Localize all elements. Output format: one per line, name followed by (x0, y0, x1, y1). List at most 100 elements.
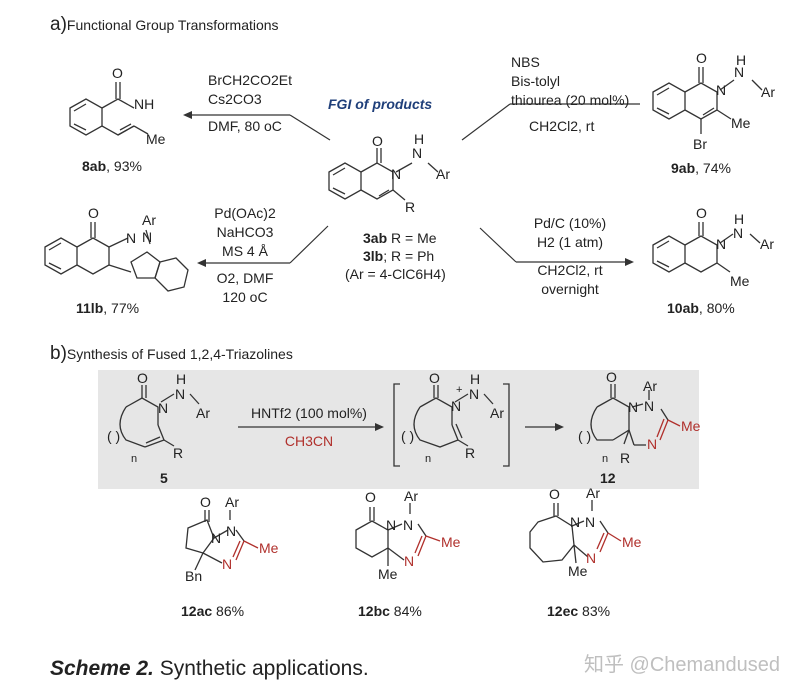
atom-nh-n-3: N (412, 145, 423, 161)
structure-12 (590, 384, 681, 446)
atom-br-9ab: Br (693, 136, 707, 152)
structure-5 (119, 385, 200, 448)
structure-intermediate (413, 385, 494, 448)
atom-h-5: H (176, 371, 187, 387)
atom-ar-3: Ar (436, 166, 450, 182)
atom-n3-12bc: N (404, 553, 415, 569)
atom-o-12bc: O (365, 489, 376, 505)
atom-r-5: R (173, 445, 184, 461)
atom-o-int: O (429, 370, 440, 386)
center-line2: 3lb; R = Ph (363, 248, 435, 264)
label-5: 5 (160, 470, 168, 486)
atom-r-3: R (405, 199, 416, 215)
arrows-a (183, 103, 640, 267)
atom-me-12bc: Me (441, 534, 461, 550)
reagent-solvent: CH3CN (284, 433, 334, 449)
atom-me-9ab: Me (731, 115, 751, 131)
scheme-caption: Scheme 2. Synthetic applications. (50, 657, 369, 680)
structure-12bc (355, 503, 441, 566)
atom-nh-n-9ab: N (734, 64, 745, 80)
arrow-to-11lb-diag (289, 225, 329, 264)
structure-11lb (44, 222, 189, 292)
label-12ac: 12ac 86% (181, 603, 245, 619)
reagent-hntf2: HNTf2 (100 mol%) (251, 405, 367, 421)
atom-o-12: O (606, 369, 617, 385)
atom-n1-12bc: N (386, 517, 397, 533)
arrowhead-8ab (183, 111, 192, 119)
atom-n1-12: N (628, 399, 639, 415)
atom-n-sub-5: n (131, 453, 138, 465)
atom-n1-11lb: N (126, 230, 137, 246)
section-a-header: a)Functional Group Transformations (50, 14, 279, 35)
arrowhead-b1 (375, 423, 384, 431)
atom-me2-12ec: Me (568, 563, 588, 579)
atom-n3-12: N (647, 436, 658, 452)
atom-o-12ec: O (549, 486, 560, 502)
atom-n2-12bc: N (403, 517, 414, 533)
arrowhead-11lb (197, 259, 206, 267)
structure-12ec (529, 500, 622, 564)
atom-nh-n-int: N (469, 386, 480, 402)
atom-ar-12ac: Ar (225, 494, 239, 510)
atom-n2-12: N (644, 398, 655, 414)
label-9ab: 9ab, 74% (671, 160, 731, 176)
section-b-header: b)Synthesis of Fused 1,2,4-Triazolines (50, 343, 293, 364)
atom-n-10ab: N (716, 236, 727, 252)
structure-8ab (69, 82, 149, 136)
atom-o-11lb: O (88, 205, 99, 221)
structure-9ab (652, 67, 763, 134)
label-8ab: 8ab, 93% (82, 158, 142, 174)
atom-n1-12ec: N (570, 514, 581, 530)
cond-9ab: NBS Bis-tolyl thiourea (20 mol%) CH2Cl2,… (511, 54, 630, 134)
scheme-b-panel (98, 370, 699, 489)
center-line3: (Ar = 4-ClC6H4) (345, 266, 446, 282)
atom-n2-11lb: N (142, 229, 153, 245)
atom-nh-n-5: N (175, 386, 186, 402)
atom-ar-12bc: Ar (404, 488, 418, 504)
fgi-label: FGI of products (328, 96, 433, 112)
atom-ar-int: Ar (490, 405, 504, 421)
paren-int: ( ) (401, 428, 415, 444)
atom-n3-12ec: N (586, 550, 597, 566)
arrow-to-8ab-diag (289, 114, 331, 141)
atom-h-3: H (414, 131, 425, 147)
atom-ar-12: Ar (643, 378, 657, 394)
atom-ar-12ec: Ar (586, 485, 600, 501)
atom-ar-5: Ar (196, 405, 210, 421)
atom-n-3: N (391, 166, 402, 182)
atom-me-8ab: Me (146, 131, 166, 147)
atom-h-int: H (470, 371, 481, 387)
paren-12: ( ) (578, 428, 592, 444)
atom-n2-12ec: N (585, 514, 596, 530)
atom-nh-n-10ab: N (733, 225, 744, 241)
cond-8ab: BrCH2CO2Et Cs2CO3 DMF, 80 oC (208, 72, 293, 134)
label-10ab: 10ab, 80% (667, 300, 735, 316)
bracket-left (393, 383, 400, 467)
arrow-to-9ab-diag (461, 103, 511, 141)
label-12ec: 12ec 83% (547, 603, 611, 619)
atom-nh-8ab: NH (134, 96, 155, 112)
atom-n3-12ac: N (222, 556, 233, 572)
arrowhead-10ab (625, 258, 634, 266)
atom-o-12ac: O (200, 494, 211, 510)
atom-ar-9ab: Ar (761, 84, 775, 100)
structure-10ab (652, 222, 761, 273)
arrowhead-b2 (555, 423, 564, 431)
atom-r-int: R (465, 445, 476, 461)
structure-3 (328, 148, 439, 201)
atom-n-sub-int: n (425, 453, 432, 465)
structure-12ac (185, 510, 259, 571)
label-11lb: 11lb, 77% (76, 300, 140, 316)
cond-10ab: Pd/C (10%) H2 (1 atm) CH2Cl2, rt overnig… (533, 215, 607, 297)
label-12bc: 12bc 84% (358, 603, 422, 619)
atom-ar-11lb: Ar (142, 212, 156, 228)
atom-h-10ab: H (734, 211, 745, 227)
atom-r-12: R (620, 450, 631, 466)
label-12: 12 (600, 470, 616, 486)
atom-o-10ab: O (696, 205, 707, 221)
atom-bn-12ac: Bn (185, 568, 203, 584)
atom-me-12ec: Me (622, 534, 642, 550)
atom-n-9ab: N (716, 82, 727, 98)
atom-n-5: N (158, 400, 169, 416)
atom-o-3: O (372, 133, 383, 149)
